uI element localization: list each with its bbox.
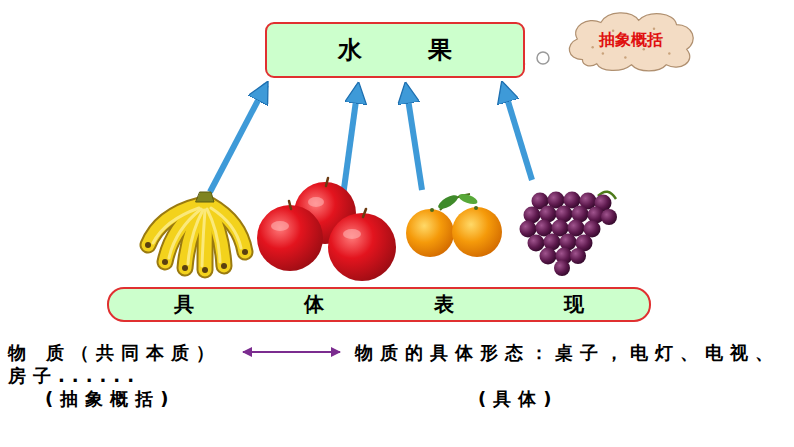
cloud-label: 抽象概括 <box>599 30 663 51</box>
apple-group <box>257 178 396 281</box>
double-arrow <box>243 351 340 353</box>
cloud-texture <box>602 52 604 54</box>
arrow <box>503 85 532 180</box>
orange-group <box>406 192 502 257</box>
note-caption: (具体) <box>478 387 558 410</box>
node-label: 具体表现 <box>174 291 694 318</box>
note-text: 物质的具体形态：桌子，电灯、电视、房子...... <box>8 341 790 387</box>
note-caption: (抽象概括) <box>45 387 175 410</box>
cloud-texture <box>668 52 670 54</box>
cloud-shape <box>569 13 693 71</box>
abstraction-arrows <box>210 85 532 196</box>
note-text: 物 质（共同本质） <box>8 341 221 364</box>
arrow <box>210 85 266 192</box>
bubble-dot <box>537 52 549 64</box>
category-box: 水果 <box>265 22 525 78</box>
grape-bunch <box>520 192 618 277</box>
cloud-texture <box>624 56 626 58</box>
node-label: 水果 <box>338 34 518 66</box>
arrow <box>343 86 358 196</box>
examples-band: 具体表现 <box>107 287 651 322</box>
banana-bunch <box>145 192 248 273</box>
arrow <box>406 86 422 190</box>
cloud-texture <box>591 46 593 48</box>
thought-cloud: 抽象概括 <box>562 8 700 72</box>
